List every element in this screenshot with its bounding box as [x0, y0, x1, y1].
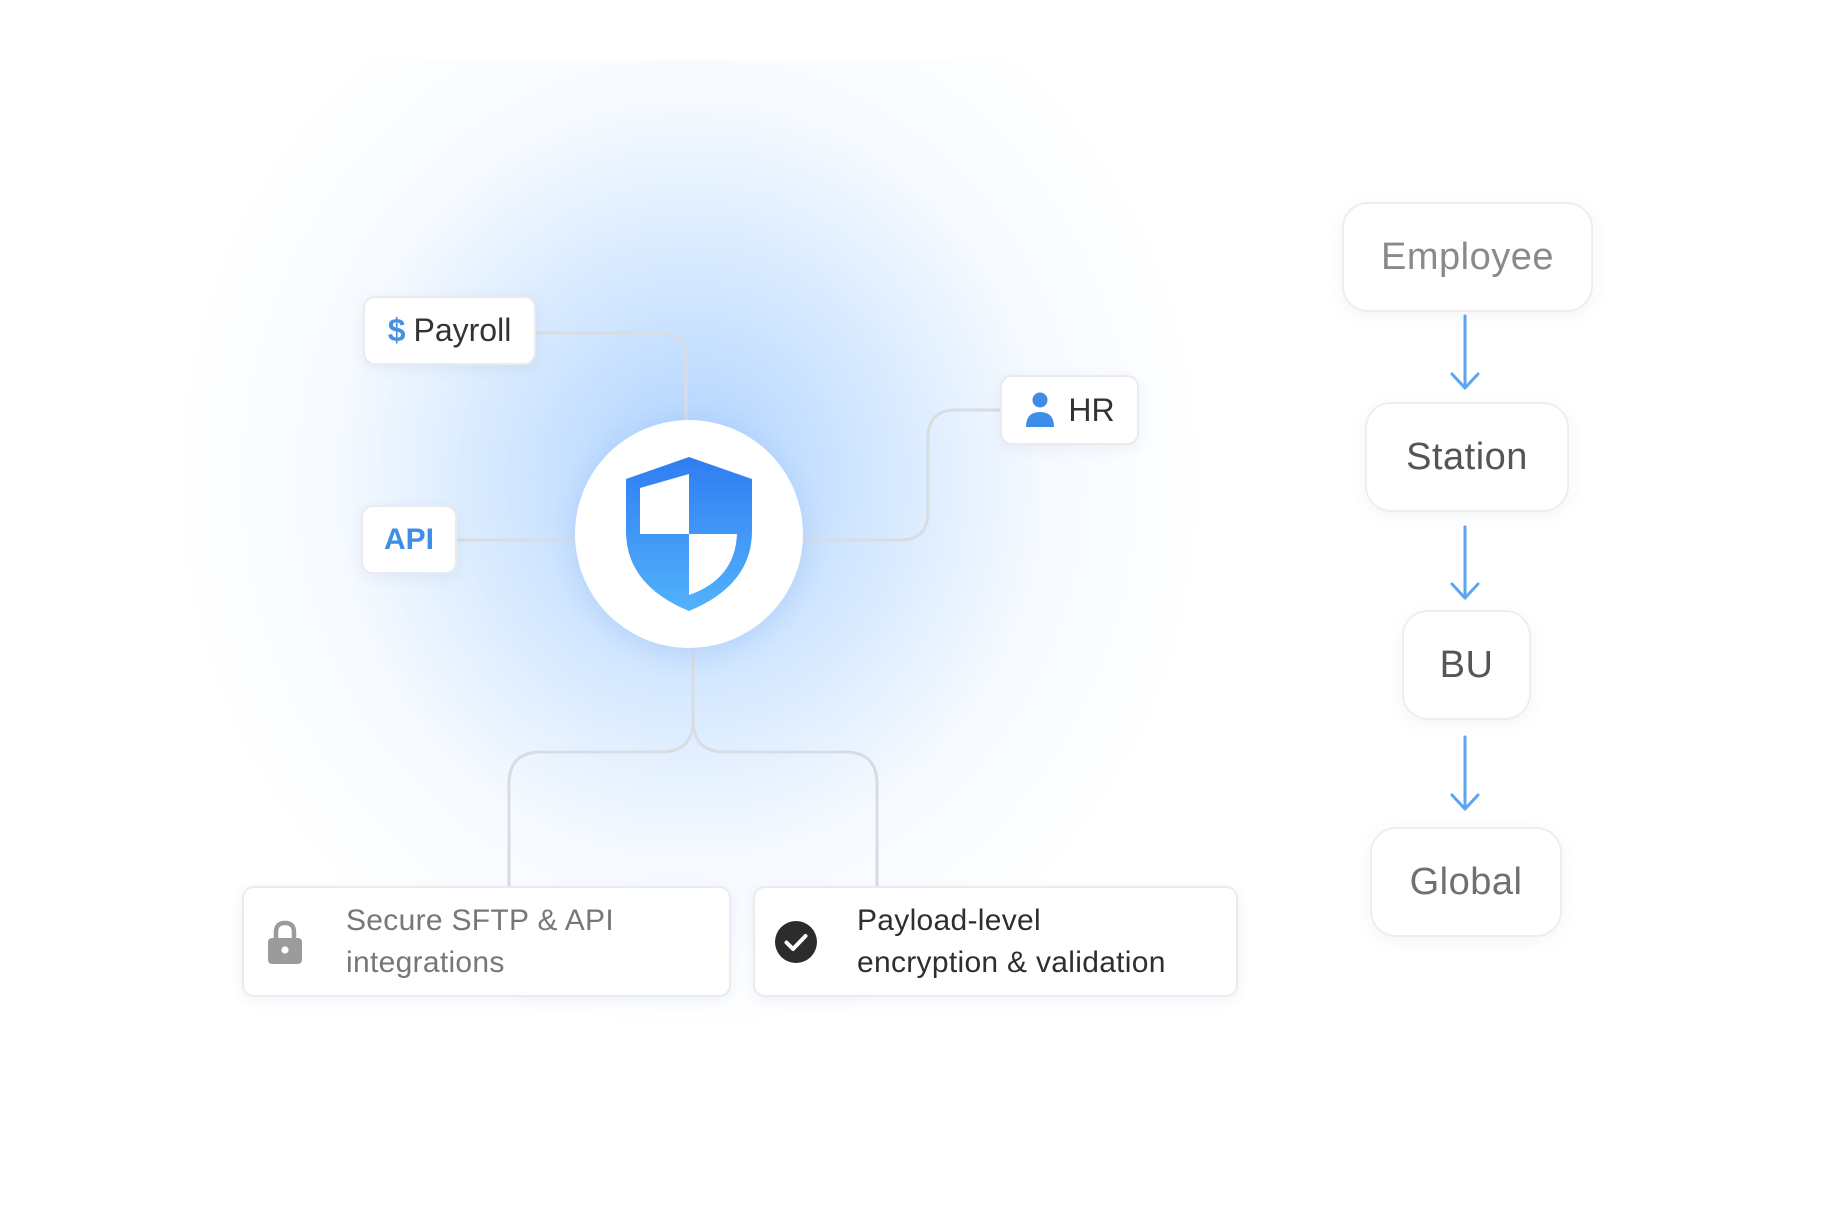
- connector-hr: [801, 408, 1002, 542]
- feature-line: encryption & validation: [857, 945, 1166, 979]
- feature-card-encryption: Payload-level encryption & validation: [753, 886, 1238, 997]
- feature-line: Secure SFTP & API: [346, 903, 614, 937]
- check-circle-icon: [773, 919, 819, 965]
- hr-label: HR: [1068, 391, 1115, 428]
- feature-line: integrations: [346, 945, 505, 979]
- api-label: API: [383, 522, 434, 556]
- hierarchy-node-global: Global: [1370, 827, 1562, 937]
- payroll-label: Payroll: [413, 312, 512, 348]
- feature-line: Payload-level: [857, 903, 1042, 937]
- arrow-down-icon: [1450, 735, 1480, 811]
- lock-icon: [262, 919, 308, 965]
- hierarchy-node-station: Station: [1365, 402, 1569, 512]
- arrow-down-icon: [1450, 314, 1480, 390]
- connector-feature-left: [507, 718, 695, 888]
- person-icon: [1024, 391, 1056, 429]
- connector-payroll: [534, 331, 688, 422]
- dollar-icon: $: [387, 312, 406, 348]
- hierarchy-node-bu: BU: [1402, 610, 1531, 720]
- feature-text: Payload-level encryption & validation: [857, 900, 1166, 984]
- shield-icon: [626, 457, 752, 611]
- hierarchy-node-employee: Employee: [1342, 202, 1593, 312]
- feature-text: Secure SFTP & API integrations: [346, 900, 614, 984]
- payroll-node: $ Payroll: [363, 296, 536, 365]
- api-node: API: [361, 505, 457, 574]
- hr-node: HR: [1000, 375, 1139, 445]
- security-hub: [575, 420, 803, 648]
- arrow-down-icon: [1450, 525, 1480, 600]
- feature-card-sftp: Secure SFTP & API integrations: [242, 886, 731, 997]
- connector-feature-right: [691, 718, 879, 888]
